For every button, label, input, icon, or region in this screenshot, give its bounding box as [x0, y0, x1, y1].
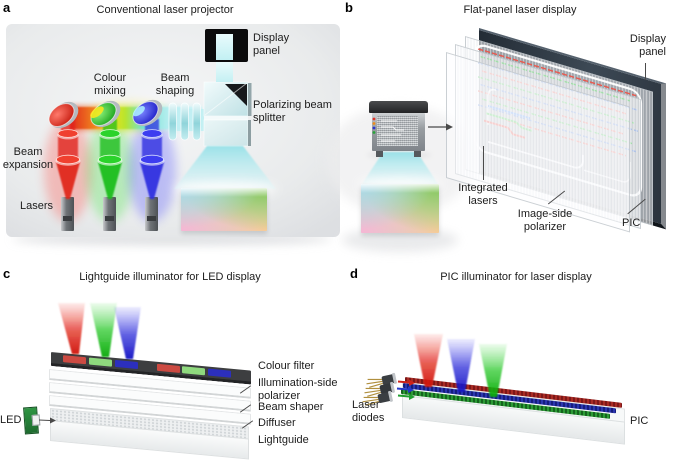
label-illumination-side-polarizer: Illumination-side polarizer	[258, 377, 338, 402]
panel-letter-d: d	[350, 266, 358, 281]
projection-cone-a	[174, 146, 276, 189]
label-beam-shaper: Beam shaper	[258, 401, 324, 413]
filter-patch-blue	[115, 359, 138, 370]
panel-title-d: PIC illuminator for laser display	[440, 271, 592, 283]
label-lasers: Lasers	[20, 200, 54, 212]
label-lightguide: Lightguide	[258, 434, 309, 446]
label-colour-filter: Colour filter	[258, 360, 315, 372]
label-image-side-polarizer: Image-side polarizer	[517, 208, 573, 233]
label-led: LED	[0, 414, 22, 426]
panel-title-b: Flat-panel laser display	[463, 4, 577, 16]
led-chip	[31, 414, 41, 426]
projector-pic-face	[377, 116, 418, 146]
beam-in-display-panel	[216, 34, 233, 60]
label-display-panel-b: Display panel	[629, 33, 666, 58]
red-beam-expansion-lenses	[55, 129, 81, 166]
projected-image-b	[361, 184, 439, 233]
laser-boxes	[61, 197, 158, 231]
blue-laser-beam	[140, 119, 164, 199]
beam-pbs-to-panel	[216, 62, 233, 82]
label-pic-b: PIC	[622, 217, 641, 229]
panel-letter-a: a	[3, 0, 11, 15]
label-pic-d: PIC	[630, 415, 649, 427]
beam-shaping-lenses	[168, 102, 205, 141]
label-colour-mixing: Colour mixing	[93, 72, 127, 97]
leader-display-panel-b	[645, 63, 646, 80]
projected-image-a	[181, 188, 267, 231]
projector-foot-right	[414, 151, 421, 157]
label-display-panel-a: Display panel	[253, 32, 290, 57]
filter-patch-red	[63, 355, 86, 365]
filter-patch-green2	[182, 366, 205, 376]
label-laser-diodes: Laser diodes	[352, 399, 385, 424]
projection-cone-b	[362, 152, 438, 184]
red-mirror	[48, 101, 79, 129]
blue-dichroic-mirror	[132, 99, 163, 127]
leader-integrated-lasers	[483, 146, 484, 180]
green-dichroic-mirror	[90, 100, 121, 128]
panel-b-image-shadow	[342, 228, 458, 252]
projector-foot-left	[376, 151, 383, 157]
label-polarizing-beam-splitter: Polarizing beam splitter	[253, 99, 332, 124]
blue-beam-expansion-lenses	[139, 129, 165, 166]
filter-patch-green	[89, 357, 112, 367]
filter-patch-blue2	[208, 368, 231, 378]
filter-patch-red2	[157, 363, 180, 373]
label-integrated-lasers: Integrated lasers	[458, 182, 508, 207]
panel-letter-c: c	[3, 266, 11, 281]
polarizing-beam-splitter-cube	[203, 81, 252, 147]
green-beam-expansion-lenses	[97, 129, 123, 166]
label-diffuser: Diffuser	[258, 417, 296, 429]
projector-lid	[369, 101, 428, 113]
panel-letter-b: b	[345, 0, 353, 15]
label-beam-expansion: Beam expansion	[2, 146, 54, 171]
panel-title-c: Lightguide illuminator for LED display	[79, 271, 261, 283]
label-beam-shaping: Beam shaping	[155, 72, 195, 97]
panel-title-a: Conventional laser projector	[96, 4, 234, 16]
